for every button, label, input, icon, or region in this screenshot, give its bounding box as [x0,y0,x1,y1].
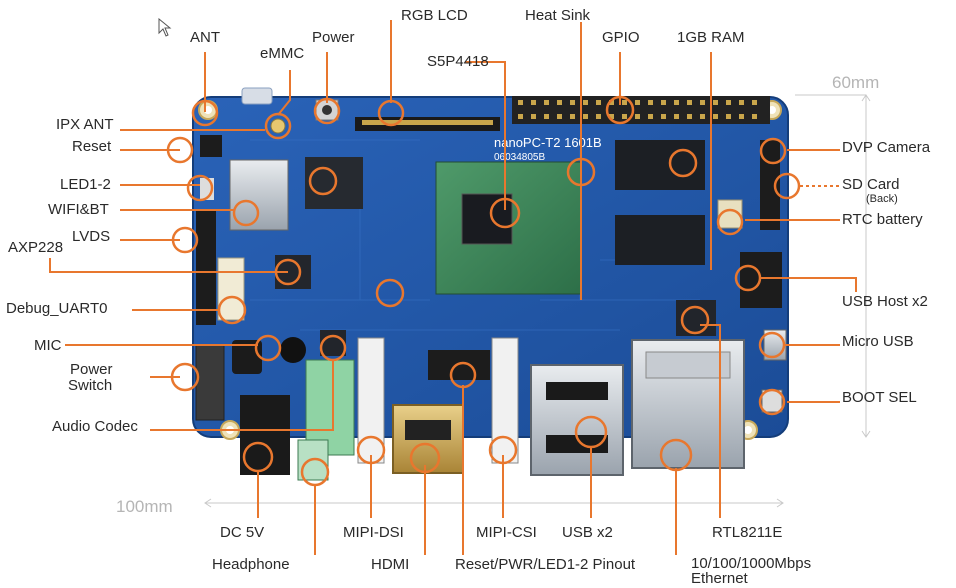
mouse-cursor-icon [158,18,172,37]
capacitor [232,340,262,374]
emmc-chip [305,157,363,209]
wifi-module [229,159,289,231]
label-ant: ANT [190,29,220,46]
label-mipi-dsi: MIPI-DSI [343,524,404,541]
label-lvds: LVDS [72,228,111,245]
label-axp228: AXP228 [8,239,64,256]
label-usb-host: USB Host x2 [842,293,928,310]
label-rtc-battery: RTC battery [842,211,923,228]
label-dc5v: DC 5V [220,524,265,541]
label-s5p4418: S5P4418 [427,53,489,70]
label-ethernet-1: 10/100/1000Mbps [691,555,812,572]
label-sd-card: SD Card [842,176,900,193]
dimension-height: 60mm [832,73,880,92]
label-dvp-camera: DVP Camera [842,139,931,156]
callout-leaders [49,20,857,555]
label-power-switch-2: Switch [68,377,113,394]
label-hdmi: HDMI [371,556,410,573]
ram-chip-2 [615,215,705,265]
debug-uart-header [217,257,245,321]
label-audio-codec: Audio Codec [52,418,138,435]
label-heat-sink: Heat Sink [525,7,591,24]
label-emmc: eMMC [260,45,305,62]
label-debug-uart: Debug_UART0 [6,300,108,317]
label-mic: MIC [34,337,62,354]
label-headphone: Headphone [212,556,290,573]
lvds-header [196,210,216,325]
ram-chip-1 [615,140,705,190]
label-gpio: GPIO [602,29,640,46]
label-rtl8211e: RTL8211E [712,524,783,541]
label-sd-back: (Back) [866,193,898,205]
green-terminal [305,359,355,456]
label-rgb-lcd: RGB LCD [401,7,468,24]
board-model-text: nanoPC-T2 1601B [494,135,602,150]
label-reset-pinout: Reset/PWR/LED1-2 Pinout [455,556,636,573]
label-wifi-bt: WIFI&BT [48,201,109,218]
label-led12: LED1-2 [60,176,111,193]
label-micro-usb: Micro USB [842,333,914,350]
pinout-header [428,350,490,380]
usb-x2-port [530,364,624,476]
label-ram: 1GB RAM [677,29,745,46]
label-reset: Reset [72,138,112,155]
callout-circles [166,95,801,487]
mic [280,337,306,363]
ipx-ant-connector [270,118,286,134]
dc-5v-jack [240,395,290,475]
soc-chip [461,193,513,245]
dimension-width: 100mm [116,497,173,516]
gpio-header [512,96,770,124]
label-ipx-ant: IPX ANT [56,116,114,133]
label-boot-sel: BOOT SEL [842,389,917,406]
label-usb-x2: USB x2 [562,524,613,541]
label-ethernet-2: Ethernet [691,570,748,587]
ant-connector [241,87,273,105]
power-switch [195,344,225,421]
audio-codec-chip [320,330,346,356]
mipi-dsi-connector [357,337,385,464]
board-components [195,87,787,481]
label-power: Power [312,29,355,46]
dvp-connector [760,140,780,230]
dimension-lines [204,94,871,508]
board-serial-text: 06034805B [494,152,545,163]
reset-button [200,135,222,157]
label-power-switch-1: Power [70,361,113,378]
label-mipi-csi: MIPI-CSI [476,524,537,541]
